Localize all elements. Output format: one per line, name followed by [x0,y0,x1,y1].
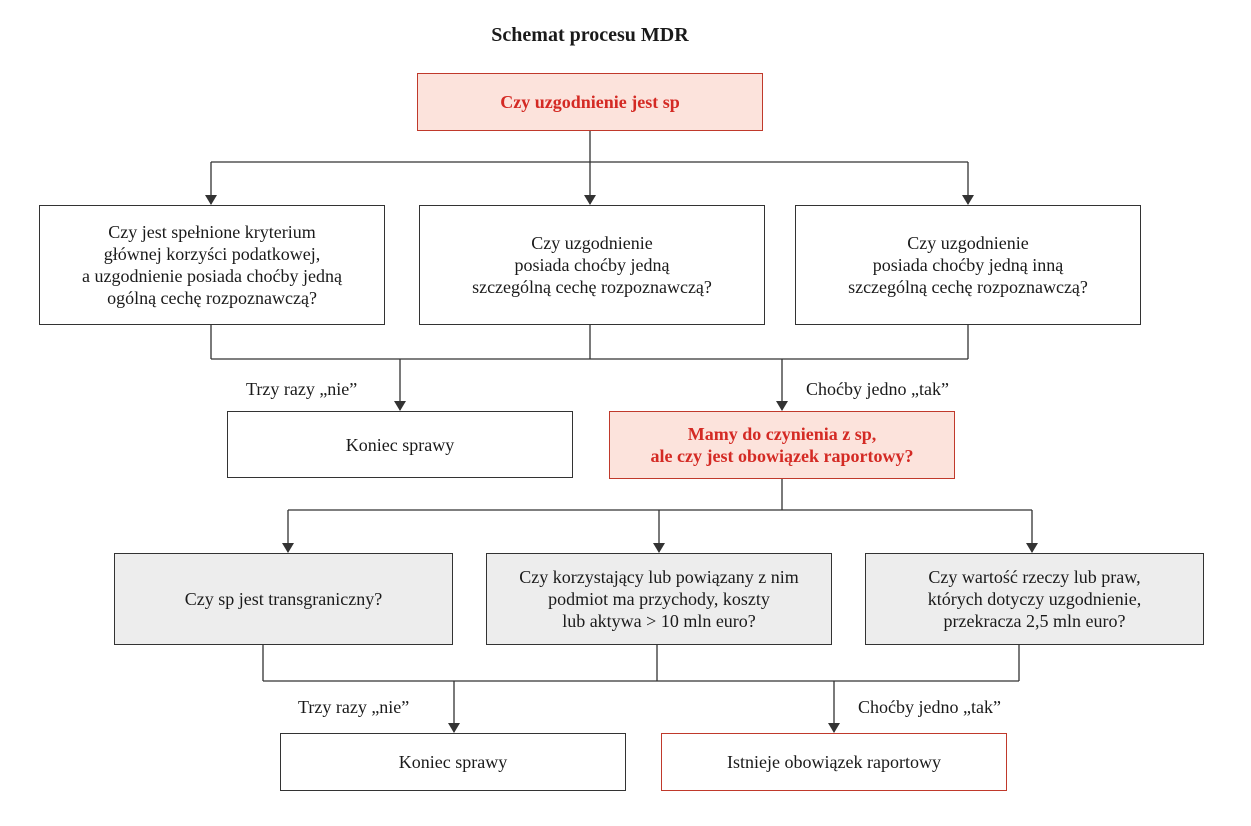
level2-text-3: Czy wartość rzeczy lub praw, których dot… [927,567,1142,631]
level1-text-2: Czy uzgodnienie posiada choćby jedną szc… [472,233,712,297]
branch1-yes-label: Choćby jedno „tak” [806,379,949,399]
result-box: Istnieje obowiązek raportowy [661,733,1007,791]
level2-text-2: Czy korzystający lub powiązany z nim pod… [519,567,799,631]
branch2-yes-label: Choćby jedno „tak” [858,697,1001,717]
level2-box-cross-border: Czy sp jest transgraniczny? [114,553,453,645]
level1-box-general-hallmark: Czy jest spełnione kryterium głównej kor… [39,205,385,325]
level2-box-revenue-threshold: Czy korzystający lub powiązany z nim pod… [486,553,832,645]
end-text-2: Koniec sprawy [398,752,508,772]
result-text: Istnieje obowiązek raportowy [727,752,941,772]
level2-box-value-threshold: Czy wartość rzeczy lub praw, których dot… [865,553,1204,645]
level1-box-specific-hallmark: Czy uzgodnienie posiada choćby jedną szc… [419,205,765,325]
start-question-text: Czy uzgodnienie jest sp [500,92,680,112]
branch2-no-label: Trzy razy „nie” [298,697,410,717]
middle-question-box: Mamy do czynienia z sp, ale czy jest obo… [609,411,955,479]
level2-text-1: Czy sp jest transgraniczny? [184,589,383,609]
branch1-no-label: Trzy razy „nie” [246,379,358,399]
end-box-1: Koniec sprawy [227,411,573,478]
level1-box-other-specific-hallmark: Czy uzgodnienie posiada choćby jedną inn… [795,205,1141,325]
start-question-box: Czy uzgodnienie jest sp [417,73,763,131]
end-text-1: Koniec sprawy [345,434,455,455]
middle-question-text: Mamy do czynienia z sp, ale czy jest obo… [650,424,914,466]
level1-text-1: Czy jest spełnione kryterium głównej kor… [82,222,342,308]
end-box-2: Koniec sprawy [280,733,626,791]
diagram-title: Schemat procesu MDR [491,24,689,46]
level1-text-3: Czy uzgodnienie posiada choćby jedną inn… [848,233,1088,297]
